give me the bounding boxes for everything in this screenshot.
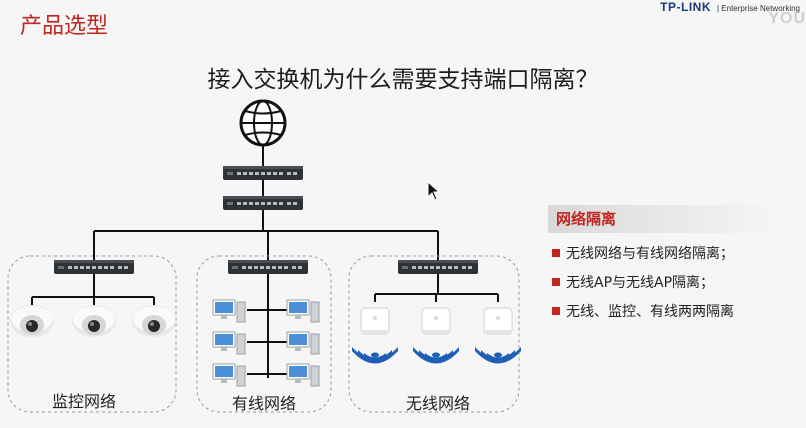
surveillance-network-label: 监控网络 [51,392,116,411]
wired-switch-icon [228,260,308,274]
wireless-ap-icon [360,307,390,335]
info-box-heading: 网络隔离 [548,205,780,233]
bullet-square-icon [552,249,560,257]
wired-network-group [196,255,332,413]
bullet-square-icon [552,278,560,286]
info-bullet: 无线网络与有线网络隔离； [552,243,734,263]
desktop-pc-icon [286,331,320,355]
wireless-network-label: 无线网络 [405,394,470,413]
section-title: 产品选型 [20,14,109,39]
core-switch-icon [223,166,303,180]
info-bullet: 无线、监控、有线两两隔离 [552,301,734,321]
desktop-pc-icon [212,331,246,355]
info-bullet: 无线AP与无线AP隔离； [552,272,714,292]
mouse-pointer-icon [427,181,441,201]
brand-tagline: | Enterprise Networking [716,4,800,13]
wireless-ap-icon [483,307,513,335]
aggregation-switch-icon [223,196,303,210]
desktop-pc-icon [212,363,246,387]
wifi-signal-icon [475,347,521,364]
internet-globe-icon [239,99,287,147]
dome-camera-icon [132,305,176,337]
wired-network-label: 有线网络 [231,394,296,413]
desktop-pc-icon [212,299,246,323]
dome-camera-icon [72,305,116,337]
wifi-signal-icon [352,347,398,364]
watermark: YOU [768,10,806,27]
dome-camera-icon [10,305,54,337]
brand-logo-text: TP-LINK [660,0,711,14]
bullet-square-icon [552,307,560,315]
desktop-pc-icon [286,299,320,323]
wireless-ap-icon [421,307,451,335]
slide-title: 接入交换机为什么需要支持端口隔离？ [207,67,599,93]
surveillance-network-group [7,255,177,413]
desktop-pc-icon [286,363,320,387]
surveillance-switch-icon [54,260,134,274]
wireless-switch-icon [398,260,478,274]
wireless-network-group [348,255,520,413]
wifi-signal-icon [413,347,459,364]
brand-logo: TP-LINK | Enterprise Networking [660,0,800,14]
